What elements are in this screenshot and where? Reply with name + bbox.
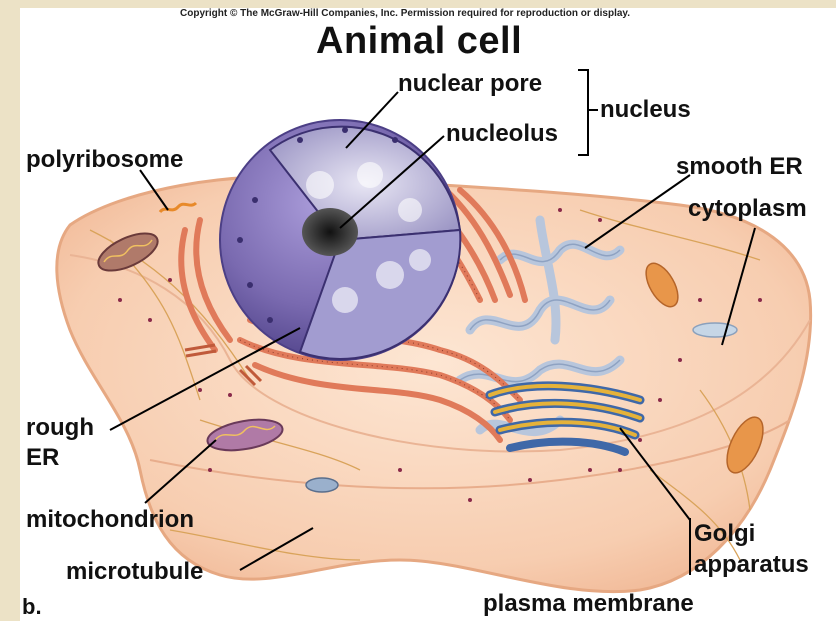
copyright-notice: Copyright © The McGraw-Hill Companies, I…	[180, 8, 630, 19]
diagram-title: Animal cell	[316, 20, 522, 63]
label-rough-er-line1: rough	[26, 416, 94, 440]
label-cytoplasm: cytoplasm	[688, 197, 807, 221]
label-plasma-membrane: plasma membrane	[483, 592, 694, 616]
label-golgi-line1: Golgi	[694, 522, 755, 546]
figure-letter: b.	[22, 594, 42, 620]
label-nucleus: nucleus	[600, 98, 691, 122]
label-nuclear-pore: nuclear pore	[398, 72, 542, 96]
nucleolus	[302, 208, 358, 256]
label-polyribosome: polyribosome	[26, 148, 183, 172]
label-golgi-line2: apparatus	[694, 553, 809, 577]
label-microtubule: microtubule	[66, 560, 203, 584]
label-smooth-er: smooth ER	[676, 155, 803, 179]
label-rough-er-line2: ER	[26, 446, 59, 470]
lysosome	[306, 478, 338, 492]
label-mitochondrion: mitochondrion	[26, 508, 194, 532]
label-nucleolus: nucleolus	[446, 122, 558, 146]
